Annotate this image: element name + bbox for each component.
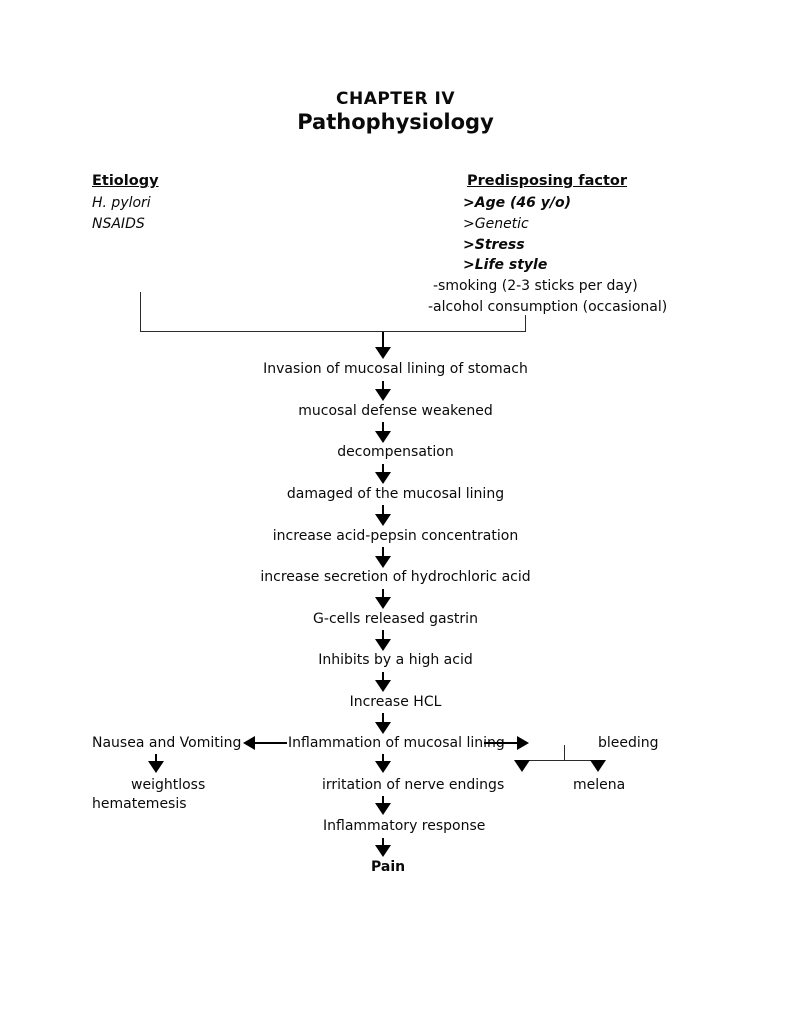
flow-step-gcells: G-cells released gastrin <box>313 611 478 627</box>
flow-arrow-stem <box>382 505 384 515</box>
flow-step-decompensation: decompensation <box>337 444 454 460</box>
connector-line-bottom <box>140 331 526 332</box>
flow-arrow-head <box>375 803 391 815</box>
flow-arrow-head <box>375 556 391 568</box>
etiology-item-nsaids: NSAIDS <box>92 216 145 232</box>
flow-arrow-head <box>375 347 391 359</box>
flow-arrow-stem <box>382 713 384 722</box>
flow-arrow-stem <box>382 332 384 348</box>
flow-arrow-stem <box>155 754 157 762</box>
flow-arrow-stem <box>382 422 384 431</box>
flow-arrow-stem <box>382 547 384 556</box>
flow-arrow-stem <box>382 630 384 639</box>
connector-line-left <box>140 292 141 332</box>
flow-node-pain: Pain <box>371 859 406 875</box>
flow-arrow-head <box>375 472 391 484</box>
predisposing-header: Predisposing factor <box>467 173 628 189</box>
bleeding-branch-line <box>522 760 599 761</box>
flow-step-damaged-lining: damaged of the mucosal lining <box>286 486 505 502</box>
predisposing-item-lifestyle: >Life style <box>463 257 548 273</box>
chapter-heading: CHAPTER IV <box>335 89 456 109</box>
predisposing-item-age: >Age (46 y/o) <box>463 195 571 211</box>
flow-arrow-stem <box>382 589 384 598</box>
flow-arrow-head <box>590 760 606 772</box>
flow-arrow-head <box>375 389 391 401</box>
flow-node-inflammation: Inflammation of mucosal lining <box>288 735 505 751</box>
etiology-header: Etiology <box>92 173 159 189</box>
flow-node-inflammatory-response: Inflammatory response <box>323 818 486 834</box>
flow-arrow-stem <box>382 672 384 681</box>
bleeding-branch-tick <box>564 745 565 761</box>
flow-arrow-head <box>375 639 391 651</box>
flow-arrow-head <box>375 597 391 609</box>
flow-arrow-head <box>375 722 391 734</box>
flow-arrow-head <box>375 514 391 526</box>
flow-step-hydrochloric: increase secretion of hydrochloric acid <box>260 569 531 585</box>
predisposing-sub-smoking: -smoking (2-3 sticks per day) <box>433 278 638 294</box>
flow-step-acid-pepsin: increase acid-pepsin concentration <box>272 528 519 544</box>
flow-step-invasion: Invasion of mucosal lining of stomach <box>263 361 528 377</box>
flow-arrow-head <box>375 845 391 857</box>
flow-arrow-stem <box>382 381 384 390</box>
flow-arrow-head <box>148 761 164 773</box>
etiology-item-h-pylori: H. pylori <box>92 195 151 211</box>
flow-step-increase-hcl: Increase HCL <box>349 694 442 710</box>
flow-arrow-stem <box>382 796 384 804</box>
flow-arrow-head <box>514 760 530 772</box>
flow-node-hematemesis: hematemesis <box>92 796 187 812</box>
flow-node-irritation: irritation of nerve endings <box>322 777 505 793</box>
connector-line-right <box>525 315 526 332</box>
flow-arrow-head <box>375 761 391 773</box>
flow-arrow-stem <box>382 754 384 762</box>
predisposing-item-stress: >Stress <box>463 237 525 253</box>
flow-node-nausea: Nausea and Vomiting <box>92 735 242 751</box>
flow-node-melena: melena <box>573 777 626 793</box>
flow-arrow-head-left <box>243 736 255 750</box>
flow-arrow-head <box>375 431 391 443</box>
flow-node-weightloss: weightloss <box>131 777 206 793</box>
flow-arrow-stem <box>382 464 384 473</box>
flow-step-defense-weakened: mucosal defense weakened <box>298 403 493 419</box>
predisposing-item-genetic: >Genetic <box>463 216 529 232</box>
flow-node-bleeding: bleeding <box>598 735 659 751</box>
flow-arrow-head-right <box>517 736 529 750</box>
flow-arrow-line <box>484 742 517 744</box>
flow-arrow-line <box>255 742 287 744</box>
predisposing-sub-alcohol: -alcohol consumption (occasional) <box>428 299 668 315</box>
flow-arrow-head <box>375 680 391 692</box>
flow-step-inhibits: Inhibits by a high acid <box>318 652 473 668</box>
page-title: Pathophysiology <box>297 110 494 134</box>
flow-arrow-stem <box>382 838 384 846</box>
